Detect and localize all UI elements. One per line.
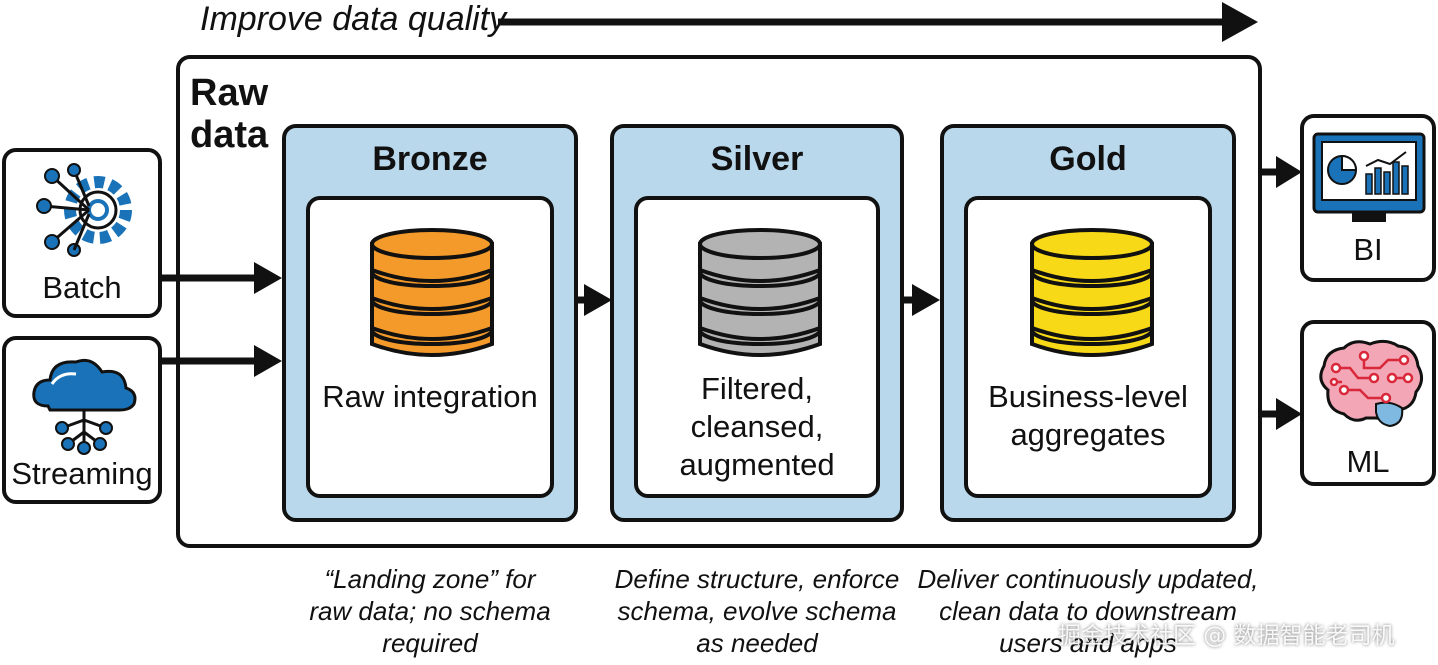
streaming-label: Streaming (11, 456, 153, 491)
stage-silver: Silver Filtered, cleansed, augmented (610, 124, 904, 522)
dashboard-monitor-icon (1312, 132, 1426, 222)
destination-ml: ML (1300, 320, 1436, 486)
gold-database-icon (1030, 228, 1154, 357)
quality-title: Improve data quality (200, 0, 507, 38)
stage-gold: Gold Business-level aggregates (940, 124, 1236, 522)
silver-panel: Filtered, cleansed, augmented (634, 196, 880, 498)
silver-database-icon (698, 228, 822, 357)
bronze-description: Raw integration (322, 379, 538, 414)
destination-bi: BI (1300, 114, 1436, 282)
cloud-network-icon (32, 358, 137, 455)
ml-label: ML (1346, 444, 1390, 479)
source-batch: Batch (2, 148, 162, 318)
gold-description: Business-level aggregates (988, 379, 1188, 452)
brain-circuit-icon (1319, 339, 1423, 428)
batch-label: Batch (42, 270, 122, 305)
bi-label: BI (1353, 232, 1383, 267)
bronze-caption: “Landing zone” for raw data; no schema r… (309, 564, 551, 658)
gold-caption: Deliver continuously updated, clean data… (917, 564, 1259, 658)
quality-arrow (498, 2, 1258, 42)
bronze-database-icon (370, 228, 494, 357)
gold-title: Gold (1049, 140, 1127, 178)
silver-description: Filtered, cleansed, augmented (679, 371, 835, 482)
bronze-panel: Raw integration (306, 196, 554, 498)
stage-bronze: Bronze Raw integration (282, 124, 578, 522)
bronze-title: Bronze (372, 140, 488, 178)
raw-data-label: Raw data (190, 72, 269, 156)
silver-title: Silver (710, 140, 804, 178)
watermark: 掘金技术社区 @ 数据智能老司机 (1058, 623, 1395, 649)
silver-caption: Define structure, enforce schema, evolve… (614, 564, 900, 658)
gear-network-icon (36, 163, 132, 257)
gold-panel: Business-level aggregates (964, 196, 1212, 498)
source-streaming: Streaming (2, 336, 162, 504)
